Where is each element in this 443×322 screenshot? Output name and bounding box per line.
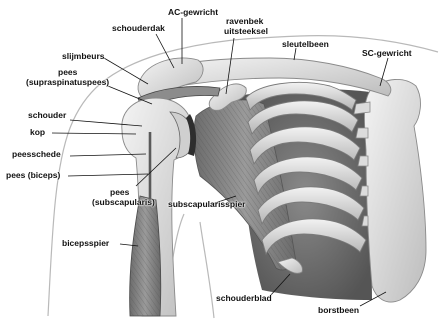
label-scapula: schouderblad	[216, 294, 272, 303]
label-acromion: schouderdak	[112, 24, 165, 33]
label-subscapularis-muscle: subscapularisspier	[168, 200, 245, 209]
label-head: kop	[30, 128, 45, 137]
label-subscapularis-tendon-line2: (subscapularis)	[92, 198, 155, 207]
label-supraspinatus-line1: pees	[58, 68, 77, 77]
label-bursa: slijmbeurs	[62, 52, 105, 61]
label-supraspinatus-line2: (supraspinatuspees)	[26, 78, 109, 87]
label-sc-joint: SC-gewricht	[362, 49, 412, 58]
label-sternum: borstbeen	[318, 306, 359, 315]
label-ac-joint: AC-gewricht	[168, 8, 218, 17]
label-clavicle: sleutelbeen	[282, 40, 329, 49]
label-biceps-tendon: pees (biceps)	[6, 171, 60, 180]
label-coracoid-line2: uitsteeksel	[224, 27, 268, 36]
label-subscapularis-tendon-line1: pees	[110, 188, 129, 197]
sternum	[364, 79, 426, 302]
label-tendon-sheath: peesschede	[12, 150, 61, 159]
label-shoulder: schouder	[28, 111, 66, 120]
label-biceps-muscle: bicepsspier	[62, 239, 109, 248]
label-coracoid-line1: ravenbek	[226, 17, 263, 26]
biceps-fiber-texture	[130, 196, 161, 316]
